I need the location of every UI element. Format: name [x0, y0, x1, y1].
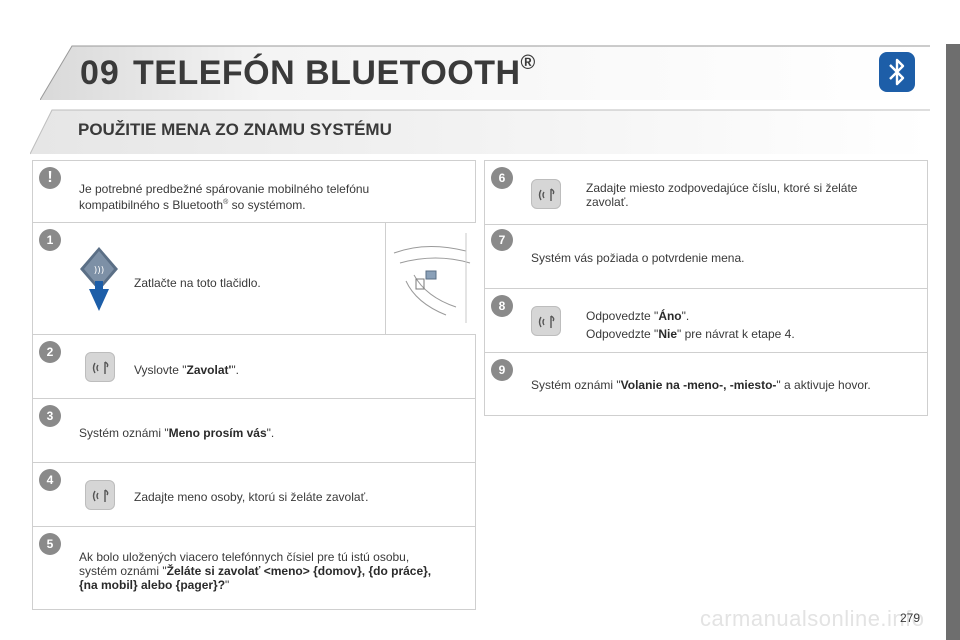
push-button-icon: )))	[80, 247, 118, 311]
voice-command-icon	[531, 306, 561, 336]
step-8-text: Odpovedzte "Áno". Odpovedzte "Nie" pre n…	[586, 309, 795, 341]
step-badge-3: 3	[39, 405, 61, 427]
page-number: 279	[900, 611, 921, 625]
step-3-text: Systém oznámi "Meno prosím vás".	[79, 426, 275, 440]
step-9-text: Systém oznámi "Volanie na -meno-, -miest…	[531, 378, 871, 392]
step-badge-9: 9	[491, 359, 513, 381]
warning-badge: !	[39, 167, 61, 189]
registered-mark: ®	[520, 52, 536, 74]
voice-command-icon	[531, 179, 561, 209]
step-row-6: Zadajte miesto zodpovedajúce číslu, ktor…	[485, 161, 927, 225]
step-badge-6: 6	[491, 167, 513, 189]
right-steps-panel: Zadajte miesto zodpovedajúce číslu, ktor…	[484, 160, 928, 416]
step-row-9: Systém oznámi "Volanie na -meno-, -miest…	[485, 353, 927, 417]
step-row-2: Vyslovte "Zavolat'".	[33, 335, 475, 399]
watermark: carmanualsonline.info	[700, 606, 925, 631]
header-band	[40, 45, 930, 100]
step-badge-5: 5	[39, 533, 61, 555]
step-badge-8: 8	[491, 295, 513, 317]
page-title: TELEFÓN BLUETOOTH®	[133, 52, 536, 92]
step-badge-7: 7	[491, 229, 513, 251]
step-badge-1: 1	[39, 229, 61, 251]
side-tab-bar	[946, 44, 960, 640]
step-2-text: Vyslovte "Zavolat'".	[134, 363, 239, 377]
step-5-text: Ak bolo uložených viacero telefónnych čí…	[79, 550, 432, 592]
step-badge-4: 4	[39, 469, 61, 491]
step-row-4: Zadajte meno osoby, ktorú si želáte zavo…	[33, 463, 475, 527]
step-row-3: Systém oznámi "Meno prosím vás".	[33, 399, 475, 463]
section-band	[30, 109, 930, 155]
voice-command-icon	[85, 480, 115, 510]
step-6-text: Zadajte miesto zodpovedajúce číslu, ktor…	[586, 181, 858, 209]
bluetooth-icon	[879, 52, 915, 92]
step-badge-2: 2	[39, 341, 61, 363]
chapter-number: 09	[80, 54, 120, 92]
steering-wheel-icon	[393, 233, 471, 323]
registered-mark: ®	[223, 199, 229, 206]
step-1-text: Zatlačte na toto tlačidlo.	[134, 276, 261, 290]
step-4-text: Zadajte meno osoby, ktorú si želáte zavo…	[134, 490, 369, 504]
svg-text:))): )))	[94, 266, 105, 276]
step-row-8: Odpovedzte "Áno". Odpovedzte "Nie" pre n…	[485, 289, 927, 353]
steering-wheel-illustration	[385, 223, 477, 334]
warning-text: Je potrebné predbežné spárovanie mobilné…	[79, 182, 370, 212]
step-row-7: Systém vás požiada o potvrdenie mena.	[485, 225, 927, 289]
section-title: POUŽITIE MENA ZO ZNAMU SYSTÉMU	[78, 120, 392, 139]
left-steps-panel: Je potrebné predbežné spárovanie mobilné…	[32, 160, 477, 611]
warning-row: Je potrebné predbežné spárovanie mobilné…	[33, 161, 475, 223]
step-row-1: ))) Zatlačte na toto tlačidlo.	[33, 223, 477, 335]
step-row-5: Ak bolo uložených viacero telefónnych čí…	[33, 527, 475, 611]
step-7-text: Systém vás požiada o potvrdenie mena.	[531, 251, 745, 265]
voice-command-icon	[85, 352, 115, 382]
